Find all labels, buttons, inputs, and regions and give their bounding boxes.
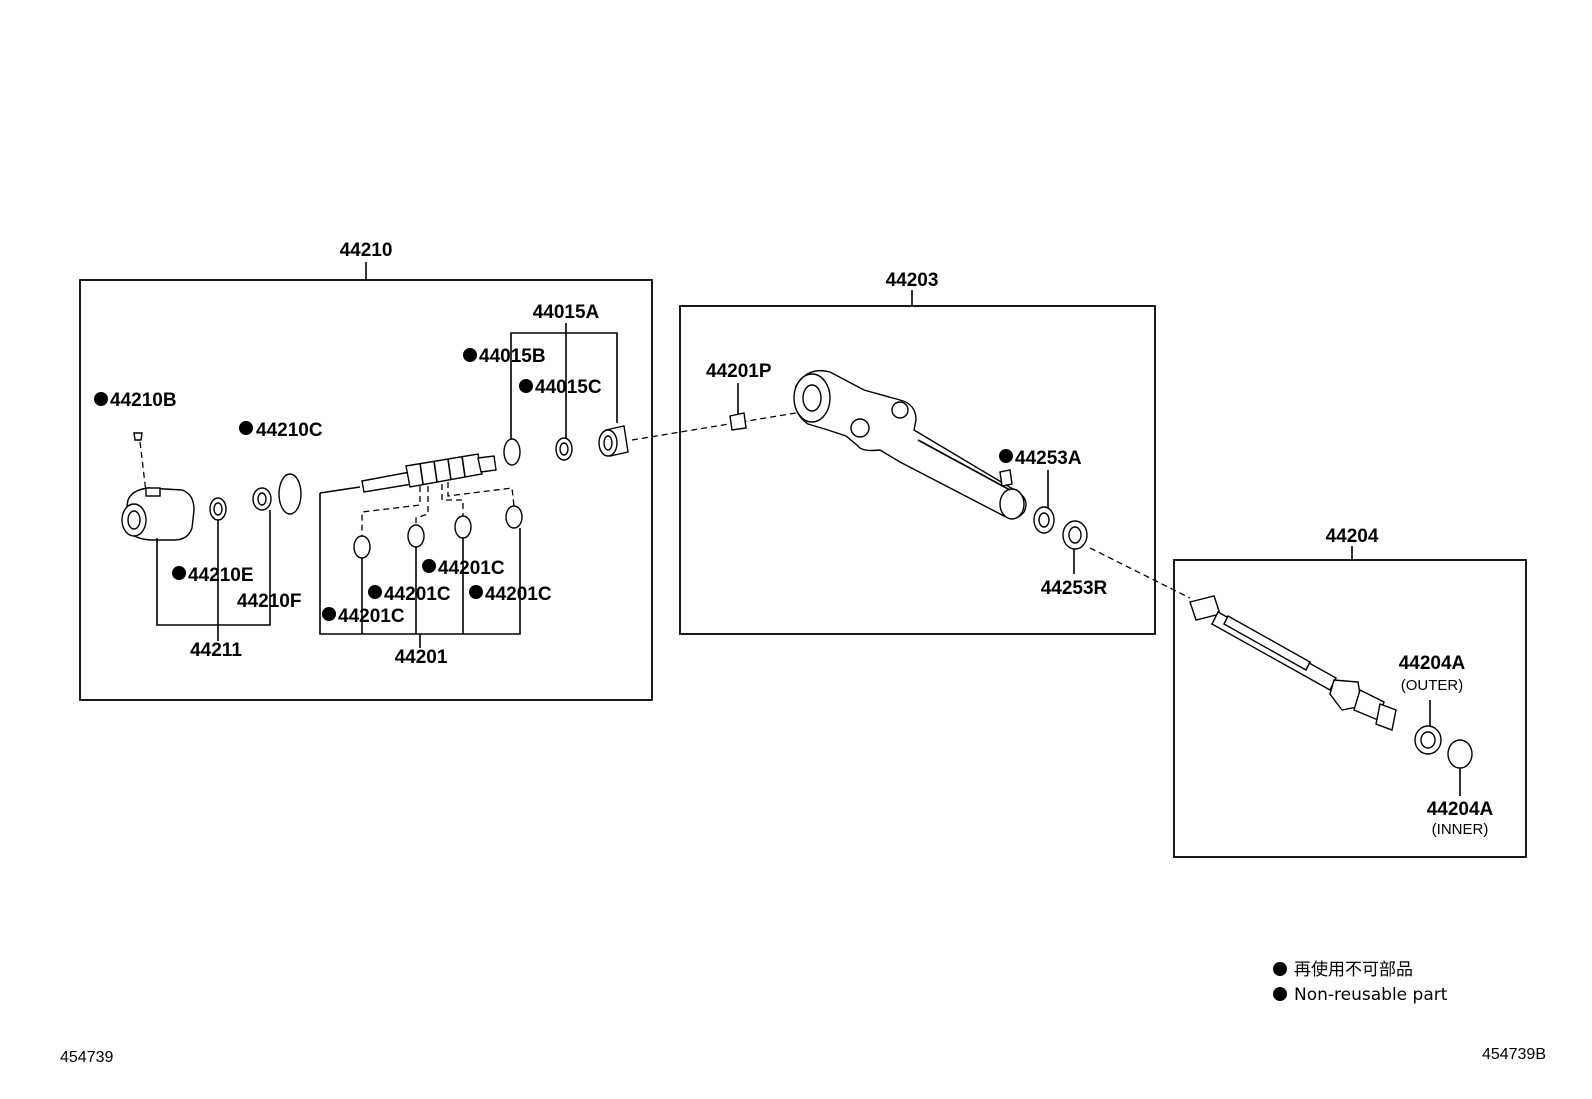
- part-44210C-oring: [278, 473, 302, 515]
- part-44201C-ring: [353, 535, 371, 559]
- non-reusable-marker: [368, 585, 382, 599]
- part-44211-housing: [121, 487, 195, 541]
- group-box-44204: [1173, 559, 1527, 858]
- non-reusable-marker: [94, 392, 108, 406]
- footer-code-right: 454739B: [1482, 1046, 1546, 1063]
- group-label-44210[interactable]: 44210: [340, 240, 393, 261]
- group-label-44203[interactable]: 44203: [886, 270, 939, 291]
- dashed-guide: [631, 411, 803, 441]
- part-label-44210C[interactable]: 44210C: [256, 420, 323, 441]
- part-label-44201C[interactable]: 44201C: [384, 584, 451, 605]
- part-44204A-inner-oring: [1447, 739, 1473, 769]
- non-reusable-marker: [322, 607, 336, 621]
- part-label-44201C[interactable]: 44201C: [438, 558, 505, 579]
- bracket-44211: [156, 510, 271, 626]
- part-label-44201P[interactable]: 44201P: [706, 361, 772, 382]
- non-reusable-marker: [463, 348, 477, 362]
- part-label-44015B[interactable]: 44015B: [479, 346, 546, 367]
- part-label-44253R[interactable]: 44253R: [1041, 578, 1108, 599]
- legend-line-ja: 再使用不可部品: [1294, 959, 1413, 980]
- dashed-guide: [139, 441, 147, 493]
- part-label-44210F[interactable]: 44210F: [237, 591, 301, 612]
- part-note-inner: (INNER): [1432, 821, 1489, 838]
- legend: 再使用不可部品 Non-reusable part: [1273, 959, 1448, 1005]
- part-label-44211[interactable]: 44211: [190, 640, 242, 661]
- non-reusable-marker: [519, 379, 533, 393]
- bracket-44015A: [510, 332, 618, 443]
- part-44015A-cap: [598, 425, 629, 457]
- part-44204-rack: [1189, 595, 1397, 731]
- part-44210B-plug: [133, 432, 143, 441]
- non-reusable-marker: [1273, 962, 1287, 976]
- part-44015B-oring: [503, 438, 521, 466]
- part-label-44201C[interactable]: 44201C: [338, 606, 405, 627]
- footer-code-left: 454739: [60, 1049, 113, 1066]
- part-44201C-ring: [407, 524, 425, 548]
- part-label-44253A[interactable]: 44253A: [1015, 448, 1082, 469]
- part-44201-valve-shaft: [361, 453, 497, 493]
- part-label-44015C[interactable]: 44015C: [535, 377, 602, 398]
- non-reusable-marker: [1273, 987, 1287, 1001]
- part-label-44015A[interactable]: 44015A: [533, 302, 600, 323]
- part-44203-housing: [793, 369, 1027, 520]
- part-label-44201C[interactable]: 44201C: [485, 584, 552, 605]
- group-box-44203: [679, 305, 1156, 635]
- part-label-44210B[interactable]: 44210B: [110, 390, 177, 411]
- group-label-44204[interactable]: 44204: [1326, 526, 1379, 547]
- part-44201C-ring: [505, 505, 523, 529]
- non-reusable-marker: [469, 585, 483, 599]
- non-reusable-marker: [999, 449, 1013, 463]
- part-label-44210E[interactable]: 44210E: [188, 565, 254, 586]
- part-label-44204A-outer[interactable]: 44204A: [1399, 653, 1466, 674]
- non-reusable-marker: [239, 421, 253, 435]
- non-reusable-marker: [172, 566, 186, 580]
- non-reusable-marker: [422, 559, 436, 573]
- part-label-44204A-inner[interactable]: 44204A: [1427, 799, 1494, 820]
- part-note-outer: (OUTER): [1401, 677, 1464, 694]
- part-44201C-ring: [454, 515, 472, 539]
- part-label-44201[interactable]: 44201: [395, 647, 448, 668]
- part-44201P-plug: [729, 412, 747, 431]
- legend-line-en: Non-reusable part: [1294, 985, 1448, 1005]
